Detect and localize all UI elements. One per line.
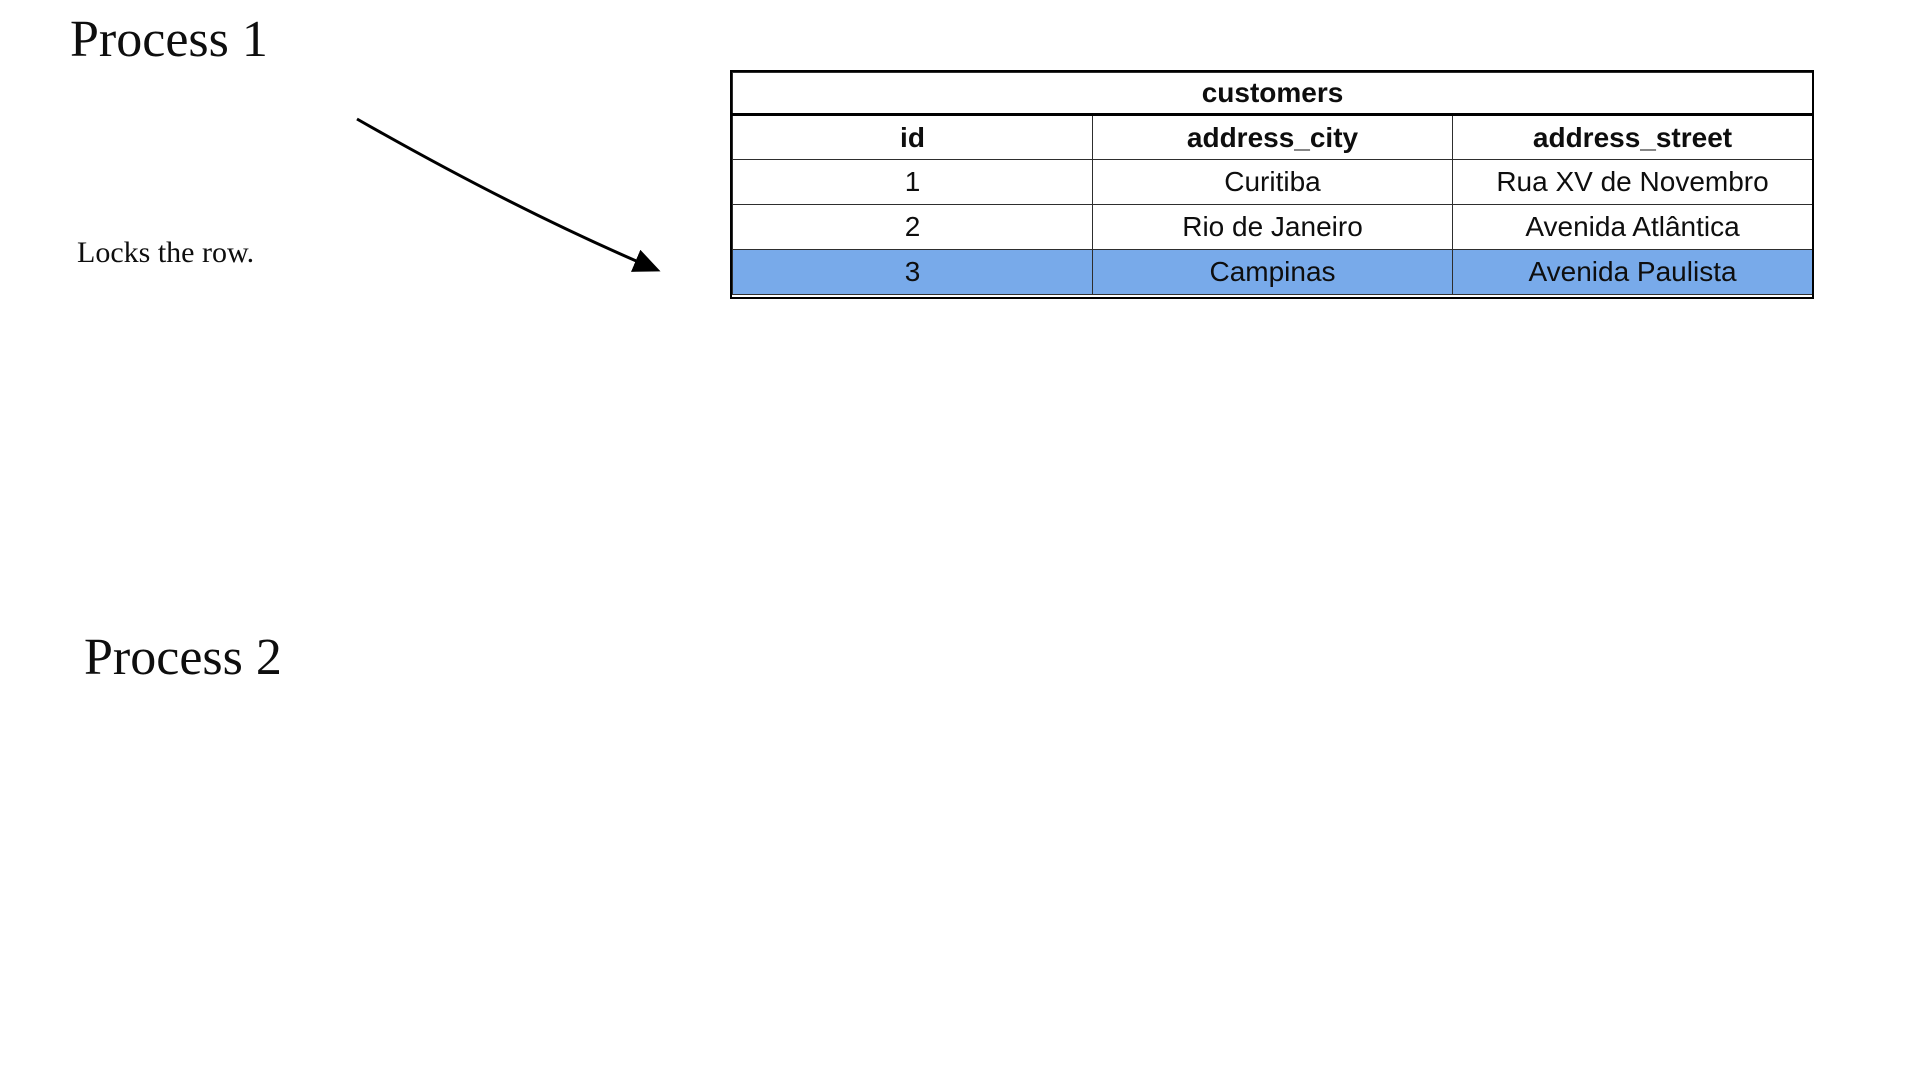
process-2-label: Process 2 — [84, 629, 282, 686]
cell-address-street: Avenida Paulista — [1451, 249, 1814, 295]
customers-table: customers id address_city address_street… — [731, 72, 1814, 295]
table-title-row: customers — [731, 72, 1814, 116]
table-title: customers — [731, 72, 1814, 116]
arrow-line — [356, 117, 661, 272]
lock-annotation: Locks the row. — [77, 236, 255, 269]
column-header-address-street: address_street — [1451, 114, 1814, 160]
table-header-row: id address_city address_street — [732, 114, 1814, 160]
table-row-locked: 3 Campinas Avenida Paulista — [732, 249, 1814, 295]
cell-address-street: Rua XV de Novembro — [1451, 159, 1814, 205]
process-1-label: Process 1 — [70, 11, 268, 68]
cell-id: 3 — [732, 249, 1093, 295]
table-row: 1 Curitiba Rua XV de Novembro — [732, 159, 1814, 205]
cell-address-city: Campinas — [1092, 249, 1453, 295]
column-header-id: id — [732, 114, 1093, 160]
table-row: 2 Rio de Janeiro Avenida Atlântica — [732, 204, 1814, 250]
cell-id: 1 — [732, 159, 1093, 205]
cell-id: 2 — [732, 204, 1093, 250]
column-header-address-city: address_city — [1092, 114, 1453, 160]
cell-address-city: Curitiba — [1092, 159, 1453, 205]
cell-address-street: Avenida Atlântica — [1451, 204, 1814, 250]
cell-address-city: Rio de Janeiro — [1092, 204, 1453, 250]
